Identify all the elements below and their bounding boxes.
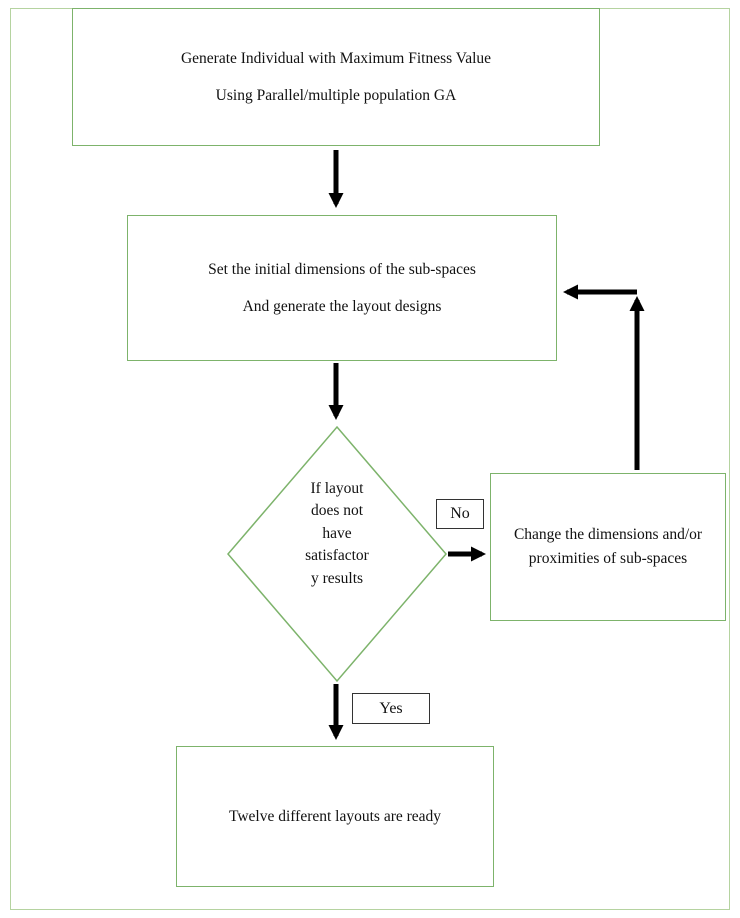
decision-line: y results (310, 569, 364, 587)
start-box-line1: Generate Individual with Maximum Fitness… (180, 49, 492, 67)
decision-line: have (322, 524, 352, 542)
decision-line: satisfactor (305, 547, 369, 565)
start-process-box: Generate Individual with Maximum Fitness… (72, 8, 600, 146)
setup-box-line2: And generate the layout designs (242, 298, 442, 315)
yes-label: Yes (352, 693, 430, 724)
end-process-box: Twelve different layouts are ready (176, 746, 494, 887)
decision-line: does not (310, 502, 364, 520)
decision-text: If layout does not have satisfactor y re… (282, 478, 392, 590)
decision-line: If layout (310, 480, 364, 497)
start-box-line2: Using Parallel/multiple population GA (215, 87, 457, 104)
change-box-text: Change the dimensions and/or proximities… (513, 525, 703, 567)
end-box-text: Twelve different layouts are ready (228, 807, 442, 825)
decision-diamond (227, 425, 447, 683)
setup-process-box: Set the initial dimensions of the sub-sp… (127, 215, 557, 361)
no-label: No (436, 499, 484, 529)
setup-box-line1: Set the initial dimensions of the sub-sp… (208, 260, 476, 278)
change-process-box: Change the dimensions and/or proximities… (490, 473, 726, 621)
